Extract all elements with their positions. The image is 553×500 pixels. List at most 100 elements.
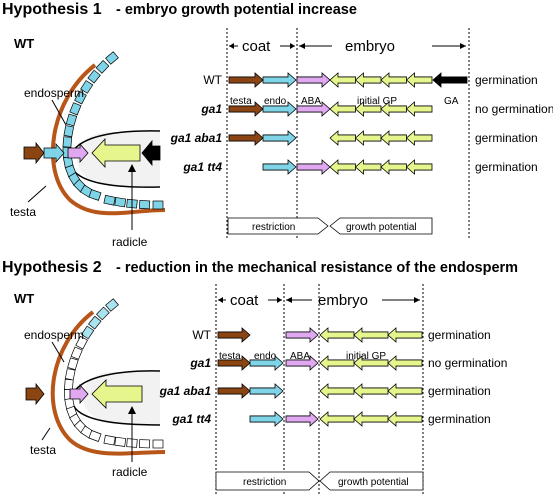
row-genotype-label: ga1 (200, 102, 222, 116)
endo-arrow (249, 411, 284, 427)
aba-arrow (285, 355, 319, 371)
row-outcome-label: germination (428, 328, 491, 342)
hypothesis-2-seed-gp-arrow (91, 379, 143, 409)
hypothesis-1-gp-component-label: initial GP (357, 96, 397, 107)
hypothesis-1-radicle-arrowhead (128, 164, 136, 172)
endosperm-cell (87, 69, 101, 84)
hypothesis-2-growth-box (319, 471, 424, 491)
endosperm-cell (70, 346, 83, 360)
testa-arrow (228, 130, 264, 146)
hypothesis-2-coat-label: coat (230, 292, 259, 309)
hypothesis-1-seed-testa-arrow (23, 141, 45, 165)
endosperm-cell (95, 60, 110, 74)
gp-arrow (380, 101, 407, 117)
row-outcome-label: germination (475, 73, 538, 87)
gp-arrow (387, 327, 423, 343)
endo-arrow (262, 101, 297, 117)
testa-arrow (228, 101, 264, 117)
aba-arrow (285, 411, 319, 427)
gp-arrow (405, 130, 433, 146)
hypothesis-2-coat-arrowhead-right (277, 297, 282, 303)
endosperm-cell (80, 80, 94, 94)
hypothesis-2-panel: Hypothesis 2 - reduction in the mechanic… (2, 259, 518, 494)
hypothesis-1-embryo-arrowhead-left (299, 43, 305, 49)
aba-arrow (296, 72, 331, 88)
hypothesis-1-ga-component-label: GA (444, 96, 459, 107)
hypothesis-1-testa-pointer (27, 185, 47, 203)
aba-arrow (296, 101, 331, 117)
gp-arrow (319, 411, 355, 427)
endosperm-cell (96, 306, 110, 321)
hypothesis-2-scheme: coat embryo testa endo ABA initial GP WT… (159, 284, 507, 494)
hypothesis-2-endosperm-pointer (51, 341, 65, 363)
endosperm-cell (63, 125, 75, 138)
hypothesis-1-endosperm-pointer (51, 99, 67, 126)
hypothesis-1-testa-component-label: testa (230, 96, 252, 107)
endosperm-cell (114, 197, 127, 208)
hypothesis-2-testa-layer (50, 310, 166, 456)
row-genotype-label: ga1 tt4 (182, 160, 222, 174)
gp-arrow (319, 383, 355, 399)
gp-arrow (319, 355, 355, 371)
gp-arrow (353, 327, 389, 343)
hypothesis-2-endosperm-label: endosperm (24, 328, 84, 342)
hypothesis-1-seed-gp-arrow (91, 137, 141, 169)
gp-arrow (405, 159, 433, 175)
endo-arrow (262, 72, 297, 88)
testa-arrow (228, 72, 264, 88)
hypothesis-1-growth-label: growth potential (346, 222, 417, 233)
hypothesis-2-embryo-arrowhead-right (414, 297, 420, 303)
row-outcome-label: germination (428, 384, 491, 398)
hypothesis-2-aba-component-label: ABA (290, 351, 310, 362)
hypothesis-2-restriction-box (215, 471, 320, 491)
hypothesis-1-coat-label: coat (242, 38, 271, 55)
endosperm-cell (64, 368, 76, 381)
hypothesis-2-coat-arrowhead-left (218, 297, 223, 303)
hypothesis-2-testa-label: testa (30, 443, 56, 457)
endosperm-cell (105, 51, 119, 65)
aba-arrow (296, 159, 331, 175)
hypothesis-1-coat-arrowhead-right (290, 43, 295, 49)
endo-arrow (262, 130, 297, 146)
gp-arrow (380, 72, 407, 88)
row-outcome-label: no germination (428, 356, 507, 370)
hypothesis-2-embryo-arrowhead-left (286, 297, 292, 303)
row-outcome-label: no germination (475, 102, 553, 116)
gp-arrow (380, 159, 407, 175)
gp-arrow (405, 72, 433, 88)
hypothesis-2-growth-label: growth potential (338, 477, 409, 488)
hypothesis-2-subtitle: - reduction in the mechanical resistance… (116, 260, 518, 276)
gp-arrow (353, 355, 389, 371)
endo-arrow (249, 355, 284, 371)
gp-arrow (329, 130, 356, 146)
gp-arrow (387, 355, 423, 371)
hypothesis-1-aba-component-label: ABA (301, 96, 321, 107)
hypothesis-1-growth-box (329, 217, 433, 235)
hypothesis-2-radicle-arrowhead (128, 406, 136, 414)
hypothesis-2-endo-component-label: endo (254, 351, 277, 362)
hypothesis-1-seed-endo-arrow (43, 142, 65, 164)
gp-arrow (329, 101, 356, 117)
row-genotype-label: ga1 tt4 (171, 412, 211, 426)
row-1: ga1 no germination (200, 101, 553, 117)
hypothesis-2-seed-arrows (25, 379, 143, 409)
endosperm-cell (88, 315, 102, 330)
endosperm-cell (103, 194, 116, 206)
endosperm-cell (139, 200, 151, 210)
hypothesis-1-radicle-label: radicle (112, 235, 148, 249)
endosperm-cell (139, 439, 151, 449)
gp-arrow (405, 101, 433, 117)
endosperm-cell (74, 91, 87, 105)
hypothesis-1-wt-label: WT (14, 36, 34, 51)
row-genotype-label: ga1 aba1 (170, 131, 223, 145)
testa-arrow (217, 355, 251, 371)
hypothesis-1-seed-aba-arrow (67, 142, 89, 164)
row-genotype-label: WT (203, 73, 222, 87)
hypothesis-1-subtitle: - embryo growth potential increase (116, 2, 357, 18)
